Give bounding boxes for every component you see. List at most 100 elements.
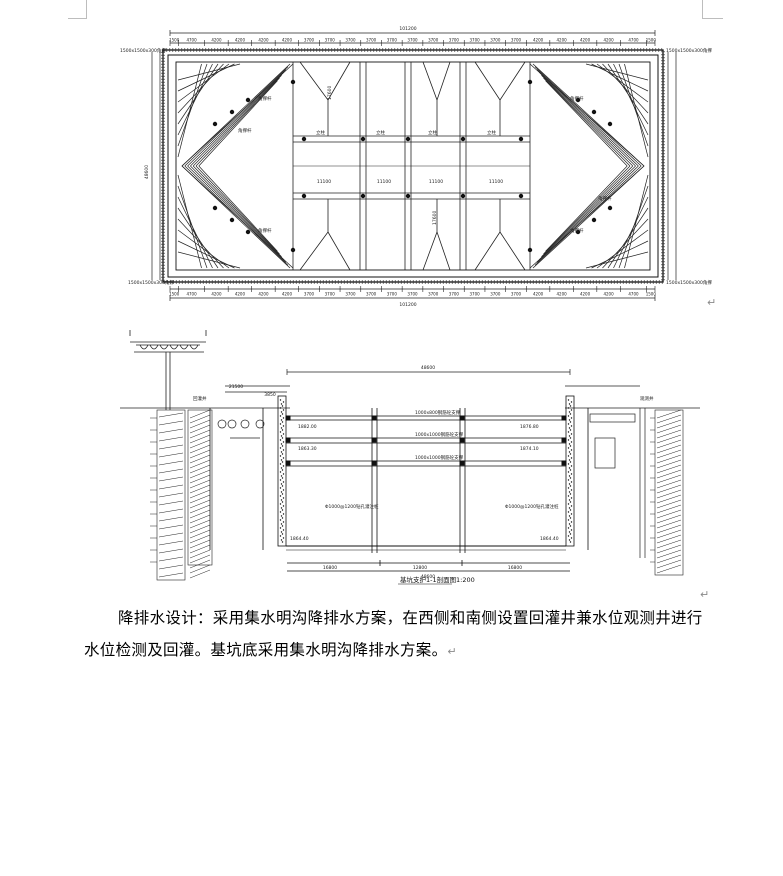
- pile-texture: [282, 417, 285, 419]
- pile-texture: [282, 433, 285, 435]
- pile-texture: [281, 421, 284, 423]
- strut-node: [371, 460, 377, 466]
- pile-texture: [569, 461, 572, 463]
- strut-node: [285, 437, 291, 443]
- soil-hatch: [656, 424, 682, 434]
- plan-span-label-4: 11100: [489, 179, 503, 185]
- bay-dimension-label-bottom: 3700: [469, 292, 480, 297]
- section-top-dimension: 48600: [421, 365, 435, 371]
- pile-texture: [280, 459, 283, 461]
- plan-post-marker: [212, 121, 218, 127]
- pile-texture: [280, 491, 283, 493]
- pile-texture: [570, 417, 573, 419]
- plan-span-label-1: 11100: [317, 179, 331, 185]
- plan-post-marker: [607, 121, 613, 127]
- corner-brace: [190, 72, 284, 167]
- pile-texture: [279, 439, 282, 441]
- pile-texture: [568, 499, 571, 501]
- soil-hatch: [189, 454, 211, 464]
- soil-hatch: [656, 509, 682, 519]
- plan-post-label-1: 立柱: [316, 129, 325, 136]
- strut-node: [371, 437, 377, 443]
- pile-texture: [279, 423, 282, 425]
- bay-dimension-label-top: 1500: [169, 38, 180, 43]
- pile-texture: [280, 443, 283, 445]
- plan-post-label-3: 立柱: [428, 129, 437, 136]
- corner-brace: [177, 185, 208, 269]
- pile-texture: [280, 411, 283, 413]
- strut-node: [285, 415, 291, 421]
- soil-hatch: [189, 459, 211, 469]
- plan-post-marker: [212, 205, 218, 211]
- section-title: 基坑支护1-1剖面图: [400, 575, 456, 584]
- plan-left-corner-note-bottom: 1500x1500x300角撑: [128, 279, 174, 286]
- plan-right-corner-note-bottom: 1500x1500x300角撑: [666, 279, 712, 286]
- corner-brace: [545, 80, 628, 167]
- soil-hatch: [189, 464, 211, 474]
- corner-brace: [192, 74, 282, 167]
- pile-texture: [280, 451, 283, 453]
- section-left-offset-1: 21500: [229, 384, 243, 390]
- plan-post-marker: [360, 193, 366, 199]
- soil-hatch: [189, 419, 211, 429]
- section-strut-label-3: 1000x1000钢筋砼支撑: [415, 454, 464, 461]
- pile-texture: [281, 445, 284, 447]
- soil-hatch: [656, 504, 682, 514]
- pile-texture: [281, 413, 284, 415]
- soil-hatch: [656, 464, 682, 474]
- pile-texture: [568, 515, 571, 517]
- bay-dimension-label-top: 4200: [603, 38, 614, 43]
- pile-texture: [570, 497, 573, 499]
- soil-hatch: [656, 519, 682, 529]
- pile-texture: [570, 401, 573, 403]
- soil-hatch: [189, 544, 211, 554]
- soil-hatch: [158, 548, 184, 554]
- soil-hatch: [189, 559, 211, 569]
- pile-texture: [569, 541, 572, 543]
- pile-texture: [281, 501, 284, 503]
- pile-texture: [569, 509, 572, 511]
- pile-texture: [567, 487, 570, 489]
- plan-post-marker: [607, 205, 613, 211]
- bay-dimension-label-bottom: 3700: [366, 292, 377, 297]
- pile-texture: [279, 511, 282, 513]
- corner-brace: [545, 165, 628, 252]
- figure-paragraph-mark-1: ↵: [707, 296, 717, 309]
- section-strut-label-2: 1000x1000钢筋砼支撑: [415, 431, 464, 438]
- bay-dimension-label-top: 3700: [490, 38, 501, 43]
- corner-brace: [198, 80, 278, 167]
- plan-post-marker: [527, 247, 533, 253]
- plan-post-label-4: 立柱: [487, 129, 496, 136]
- pile-texture: [568, 451, 571, 453]
- pile-texture: [279, 471, 282, 473]
- pile-texture: [569, 485, 572, 487]
- soil-hatch: [189, 414, 211, 424]
- pile-texture: [282, 537, 285, 539]
- pile-texture: [570, 481, 573, 483]
- elevated-road-symbol: [129, 330, 207, 410]
- pile-texture: [568, 475, 571, 477]
- corner-brace: [190, 165, 284, 260]
- soil-hatch: [158, 452, 184, 458]
- plan-brace-label-1: 角撑杆: [258, 95, 272, 102]
- soil-hatch: [158, 468, 184, 474]
- soil-hatch: [656, 494, 682, 504]
- pile-texture: [570, 505, 573, 507]
- corner-brace: [613, 63, 649, 136]
- soil-hatch: [656, 474, 682, 484]
- soil-hatch: [189, 484, 211, 494]
- pile-texture: [567, 399, 570, 401]
- soil-hatch: [656, 559, 682, 569]
- pile-texture: [568, 531, 571, 533]
- corner-brace: [543, 165, 631, 255]
- plan-post-marker: [591, 109, 597, 115]
- corner-brace: [198, 165, 278, 252]
- pile-texture: [569, 501, 572, 503]
- pile-texture: [568, 459, 571, 461]
- pile-texture: [568, 483, 571, 485]
- pile-texture: [280, 499, 283, 501]
- bay-dimension-label-top: 4200: [533, 38, 544, 43]
- soil-hatch: [656, 444, 682, 454]
- pile-texture: [282, 441, 285, 443]
- pile-texture: [568, 411, 571, 413]
